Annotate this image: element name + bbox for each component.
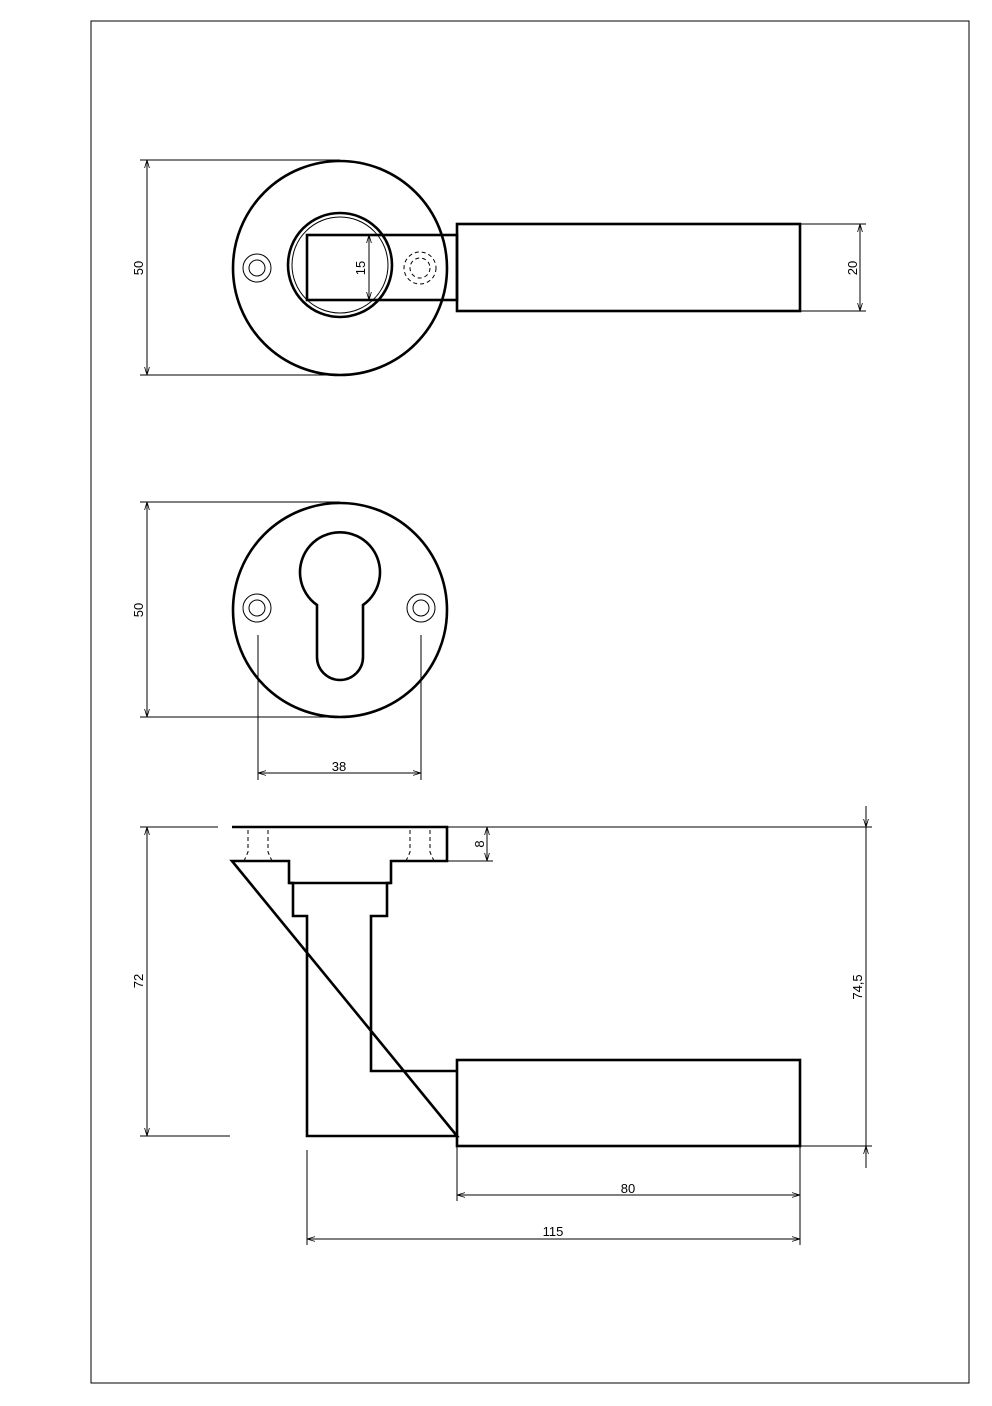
lever-grip-side [455, 1058, 802, 1148]
rose-inner-ring [286, 211, 394, 319]
screw-hole-left [242, 593, 272, 623]
escutcheon-view: 50 38 [131, 501, 449, 780]
dimension-grip-length: 80 [621, 1181, 635, 1196]
dimension-rose-thickness: 8 [472, 840, 487, 847]
screw-hole-right [406, 593, 436, 623]
rose-inner-ring-edge [291, 216, 389, 314]
side-view: 8 72 74,5 80 115 [131, 806, 872, 1245]
dimension-height: 72 [131, 974, 146, 988]
dimension-escutcheon-diameter: 50 [131, 603, 146, 617]
dimension-spindle: 15 [353, 261, 368, 275]
screw-hole-inner [248, 259, 266, 277]
cylinder-keyhole [298, 531, 382, 682]
screw-hole [242, 253, 272, 283]
lever-grip [455, 222, 802, 313]
countersunk-holes-hidden [243, 830, 435, 862]
lever-shank [305, 233, 459, 302]
top-view-lever-on-rose: 50 15 20 [131, 159, 866, 377]
dimension-lever-width: 20 [845, 261, 860, 275]
dimension-total-projection: 115 [543, 1224, 564, 1239]
dimension-total-height: 74,5 [850, 974, 865, 999]
grub-screw-hidden [403, 251, 437, 285]
grub-screw-hidden-inner [409, 257, 431, 279]
dimension-rose-diameter: 50 [131, 261, 146, 275]
drawing-frame [90, 20, 970, 1384]
handle-side-outline [229, 825, 460, 1138]
dimension-hole-spacing: 38 [332, 759, 346, 774]
